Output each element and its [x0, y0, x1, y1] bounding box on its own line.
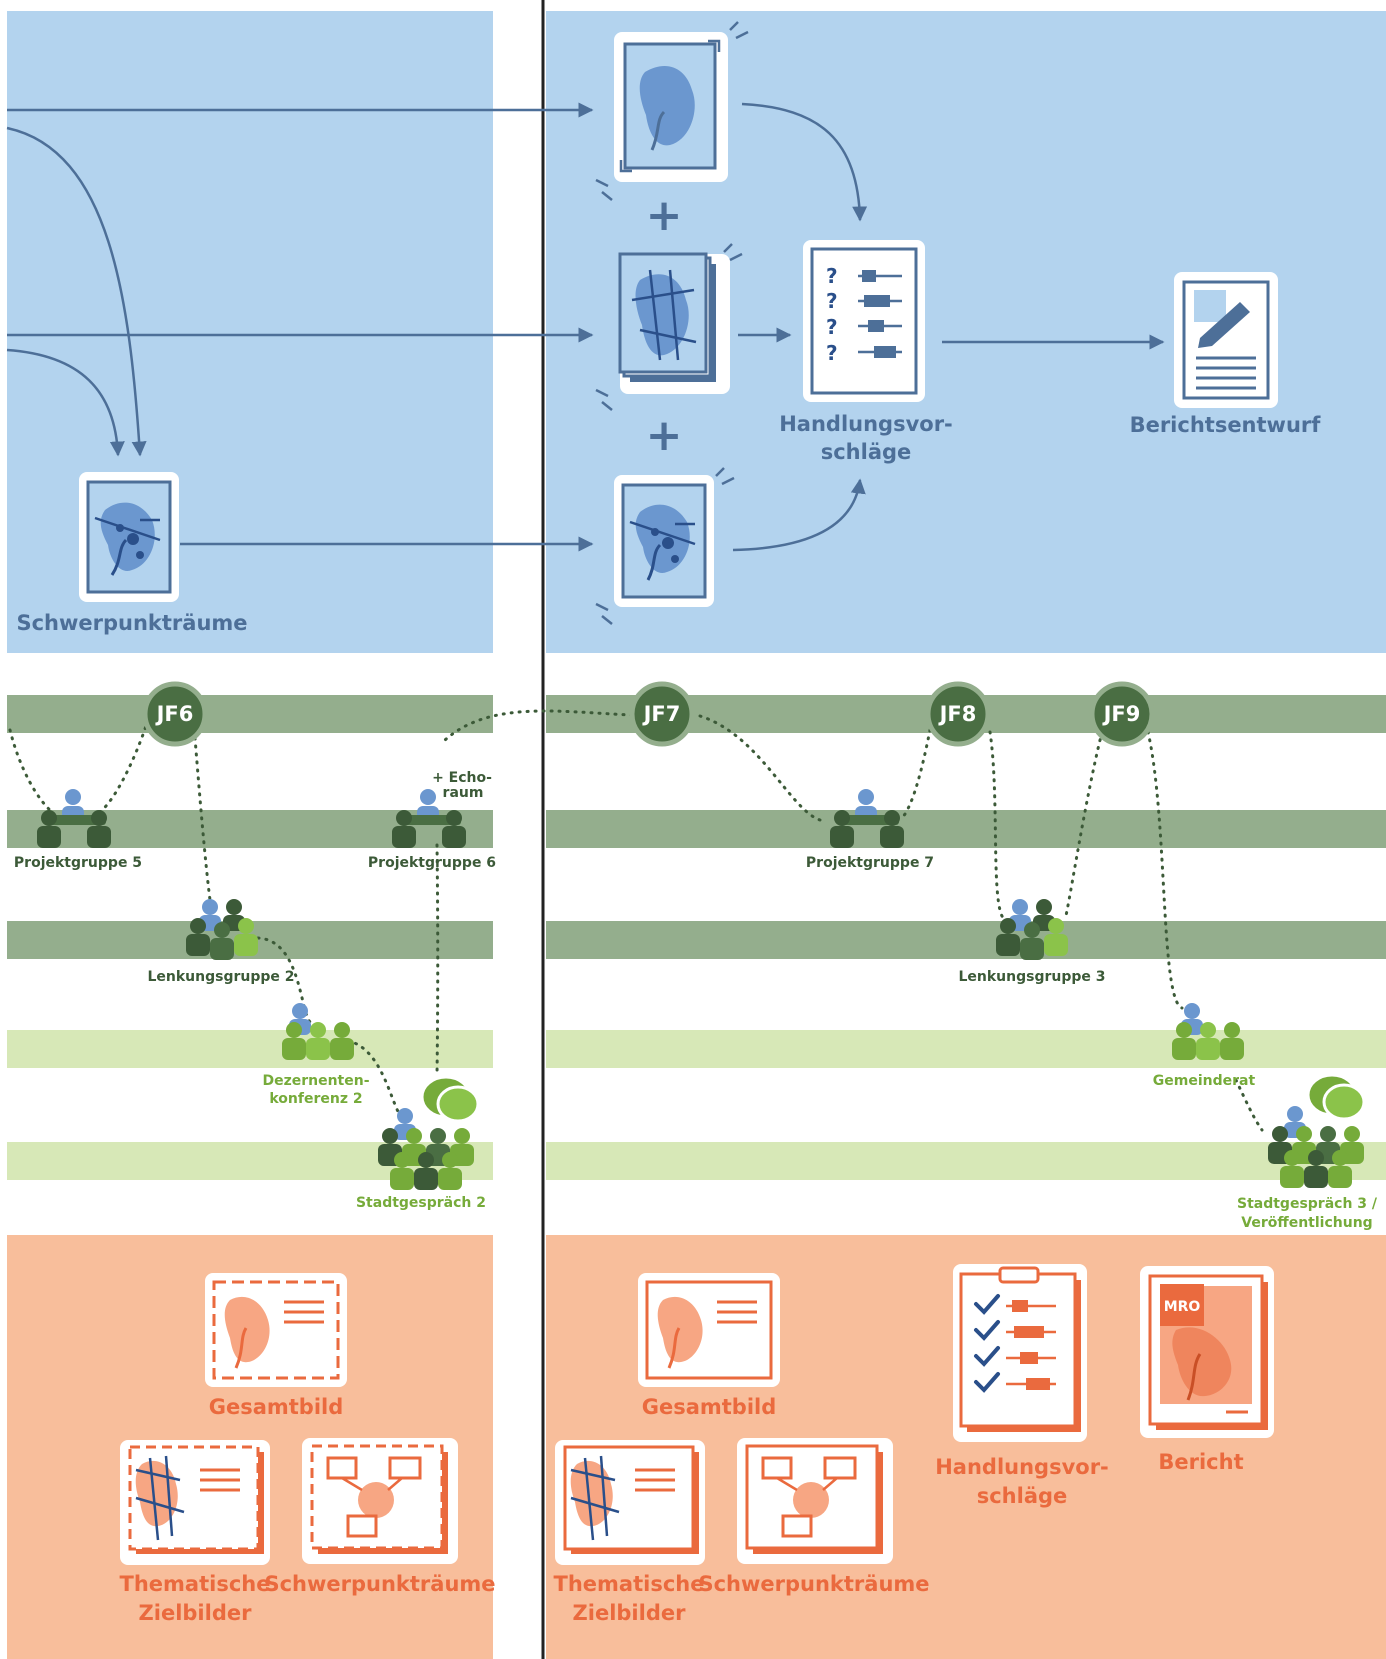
projektgruppe-6-label: Projektgruppe 6: [368, 855, 496, 871]
gesamtbild-left-label: Gesamtbild: [209, 1395, 344, 1419]
map-card-1-icon: [595, 21, 749, 201]
berichtsentwurf-icon: [1174, 272, 1278, 408]
projektgruppe-7-icon: [830, 789, 904, 848]
handlungsvorschlaege-bottom-label-2: schläge: [977, 1484, 1068, 1508]
bericht-icon: MRO: [1140, 1266, 1274, 1438]
projektgruppe-7-label: Projektgruppe 7: [806, 855, 934, 871]
thematische-right-label-1: Thematische: [554, 1572, 705, 1596]
dezernentenkonferenz-2-icon: [282, 1003, 354, 1060]
schwerpunktraeume-left-label: Schwerpunkträume: [264, 1572, 495, 1596]
lane-stadtgespraech-right: [546, 1142, 1386, 1180]
lenkungsgruppe-3-label: Lenkungsgruppe 3: [958, 969, 1105, 985]
lenkungsgruppe-2-label: Lenkungsgruppe 2: [147, 969, 294, 985]
thematische-left-label-1: Thematische: [120, 1572, 271, 1596]
bericht-label: Bericht: [1158, 1450, 1243, 1474]
svg-text:?: ?: [826, 289, 838, 313]
gemeinderat-icon: [1172, 1003, 1244, 1060]
flow-arrows: [6, 102, 1165, 552]
thematische-zielbilder-left-icon: [120, 1440, 270, 1565]
handlungsvorschlaege-label-1: Handlungsvor-: [779, 412, 953, 436]
svg-text:?: ?: [826, 315, 838, 339]
plus-sign-1: +: [646, 190, 683, 241]
arrow-to-handlung-top: [741, 102, 868, 222]
handlungsvorschlaege-bottom-label-1: Handlungsvor-: [935, 1455, 1109, 1479]
schwerpunktraeume-right-icon: [737, 1438, 893, 1564]
map-card-3-icon: [595, 467, 735, 625]
dezernentenkonferenz-label-2: konferenz 2: [269, 1091, 362, 1107]
svg-text:JF7: JF7: [642, 702, 681, 726]
arrow-curve-a: [6, 126, 147, 457]
lenkungsgruppe-3-icon: [996, 899, 1068, 960]
map-card-2-icon: [595, 243, 743, 411]
berichtsentwurf-label: Berichtsentwurf: [1130, 413, 1322, 437]
thematische-zielbilder-right-icon: [555, 1440, 705, 1565]
dezernentenkonferenz-label-1: Dezernenten-: [262, 1073, 369, 1089]
schwerpunktraeume-label: Schwerpunkträume: [16, 611, 247, 635]
milestone-jf8: JF8: [925, 681, 991, 747]
lane-lenkungsgruppe-right: [546, 921, 1386, 959]
svg-text:JF9: JF9: [1102, 702, 1141, 726]
svg-text:JF8: JF8: [938, 702, 977, 726]
arrow-to-handlung-bottom: [732, 478, 866, 552]
svg-text:?: ?: [826, 341, 838, 365]
svg-text:?: ?: [826, 264, 838, 288]
gesamtbild-right-icon: [638, 1273, 780, 1387]
gesamtbild-left-icon: [205, 1273, 347, 1387]
svg-text:JF6: JF6: [155, 702, 194, 726]
lane-dezernenten-right: [546, 1030, 1386, 1068]
projektgruppe-5-icon: [37, 789, 111, 848]
handlungsvorschlaege-clipboard-icon: [953, 1264, 1087, 1442]
milestone-jf9: JF9: [1089, 681, 1155, 747]
projektgruppe-6-icon: [392, 789, 466, 848]
handlungsvorschlaege-label-2: schläge: [821, 440, 912, 464]
timeline-connections: [8, 709, 1264, 1132]
thematische-right-label-2: Zielbilder: [573, 1601, 687, 1625]
gesamtbild-right-label: Gesamtbild: [642, 1395, 777, 1419]
plus-sign-2: +: [646, 410, 683, 461]
arrow-curve-b: [6, 348, 125, 457]
lane-jf-left: [7, 695, 493, 733]
stadtgespraech-2-label: Stadtgespräch 2: [356, 1195, 486, 1211]
echoraum-label-2: raum: [443, 785, 484, 801]
handlungsvorschlaege-icon: ? ? ? ?: [803, 240, 925, 402]
stadtgespraech-3-label-1: Stadtgespräch 3 /: [1237, 1196, 1378, 1212]
lenkungsgruppe-2-icon: [186, 899, 258, 960]
speech-bubble-icon-1: [420, 1075, 480, 1123]
schwerpunktraeume-map-icon: [79, 472, 179, 602]
thematische-left-label-2: Zielbilder: [139, 1601, 253, 1625]
gemeinderat-label: Gemeinderat: [1153, 1073, 1256, 1089]
svg-text:MRO: MRO: [1164, 1299, 1201, 1315]
stadtgespraech-3-label-2: Veröffentlichung: [1241, 1215, 1372, 1231]
projektgruppe-5-label: Projektgruppe 5: [14, 855, 142, 871]
schwerpunktraeume-left-icon: [302, 1438, 458, 1564]
milestone-jf6: JF6: [142, 681, 208, 747]
speech-bubble-icon-2: [1306, 1073, 1366, 1121]
stadtgespraech-3-icon: [1268, 1106, 1364, 1188]
lane-dezernenten-left: [7, 1030, 493, 1068]
echoraum-label-1: + Echo-: [432, 770, 492, 786]
lane-projektgruppe-right: [546, 810, 1386, 848]
schwerpunktraeume-right-label: Schwerpunkträume: [698, 1572, 929, 1596]
stadtgespraech-2-icon: [378, 1108, 474, 1190]
milestone-jf7: JF7: [629, 681, 695, 747]
